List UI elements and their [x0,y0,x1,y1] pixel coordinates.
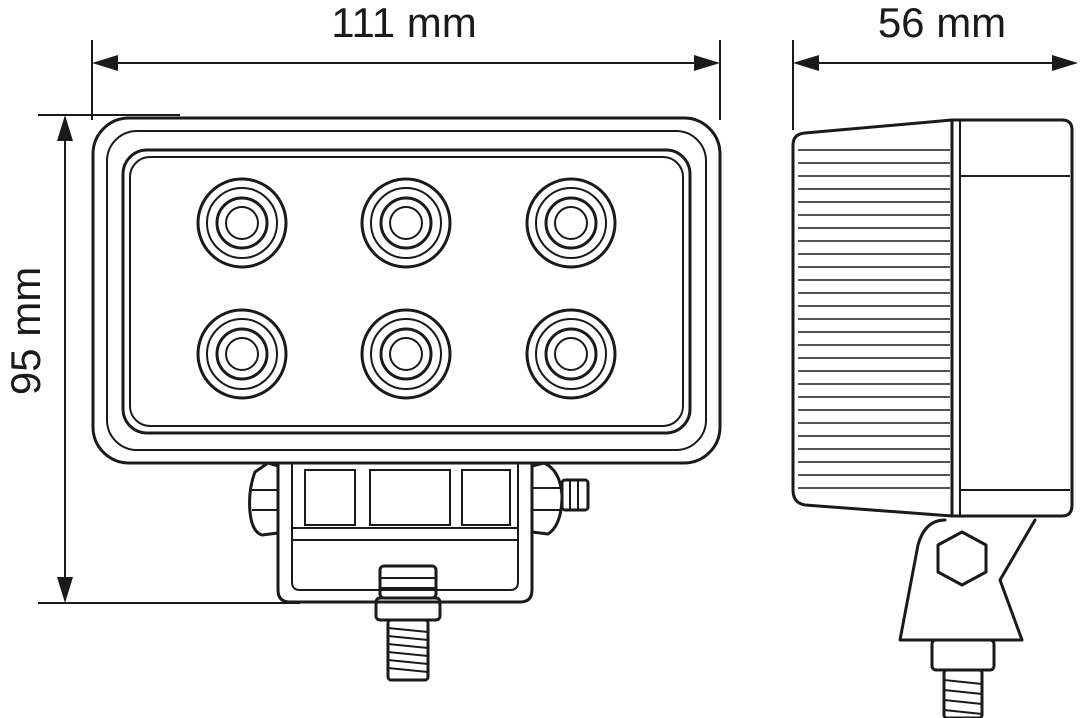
led-2 [360,177,452,269]
led-5 [360,308,452,400]
led-1 [196,177,288,269]
front-lens-frame [121,148,692,435]
height-label: 95 mm [2,267,49,395]
side-front-housing [950,118,1074,518]
led-array [196,177,617,400]
front-mount-bracket [248,461,590,604]
side-hex-nut [936,530,988,587]
width-label: 111 mm [331,0,476,46]
dimension-height: 95 mm [2,114,300,604]
side-mount-bracket [898,518,1037,718]
led-6 [525,308,617,400]
front-housing-outer [91,116,722,465]
led-3 [525,177,617,269]
depth-label: 56 mm [878,0,1006,46]
front-view [91,116,722,682]
heatsink-fins [798,149,950,489]
side-view [791,118,1074,718]
front-housing-bezel [106,130,707,451]
dimension-depth: 56 mm [792,0,1078,130]
led-4 [196,308,288,400]
front-bottom-bolt [374,564,442,682]
front-lens [129,156,684,427]
side-heatsink [791,118,954,518]
dimension-width: 111 mm [91,0,721,120]
